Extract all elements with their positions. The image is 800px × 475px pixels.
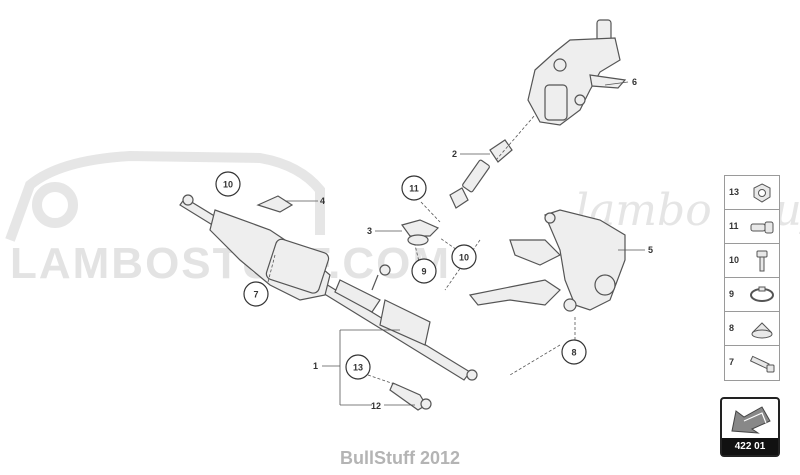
label-lines [285, 81, 645, 406]
bolt-icon [756, 250, 768, 272]
steering-rack [179, 194, 478, 381]
legend-number: 11 [729, 221, 739, 231]
footer-credit: BullStuff 2012 [339, 448, 461, 468]
back-navigation-button[interactable]: 422 01 [720, 397, 780, 457]
part-label-3: 3 [367, 226, 372, 236]
legend-row: 7 [725, 346, 779, 380]
steering-column [527, 19, 627, 126]
small-parts-legend: 13 11 10 9 8 7 [724, 175, 780, 381]
tie-rod-end [389, 382, 432, 411]
legend-row: 10 [725, 244, 779, 278]
part-label-1: 1 [313, 361, 318, 371]
callout-label: 10 [459, 252, 469, 262]
legend-number: 13 [729, 187, 740, 197]
diagram-code: 422 01 [722, 438, 778, 455]
part-label-6: 6 [632, 77, 637, 87]
legend-number: 9 [729, 289, 735, 299]
nut-icon [753, 183, 771, 203]
callout-label: 9 [421, 266, 426, 276]
part-label-2: 2 [452, 149, 457, 159]
legend-row: 9 [725, 278, 779, 312]
sleeve-icon [750, 221, 774, 234]
clamp-icon [750, 286, 774, 302]
callout-label: 7 [253, 289, 258, 299]
callout-label: 11 [409, 183, 419, 193]
callout-9: 9 [411, 258, 437, 284]
part-label-12: 12 [371, 401, 381, 411]
intermediate-shaft [449, 139, 513, 209]
wheel-carrier [468, 209, 626, 312]
legend-row: 8 [725, 312, 779, 346]
callout-13: 13 [345, 354, 371, 380]
callout-label: 8 [571, 347, 576, 357]
legend-row: 13 [725, 176, 779, 210]
part-label-4: 4 [320, 196, 325, 206]
callout-7: 7 [243, 281, 269, 307]
legend-number: 10 [729, 255, 740, 265]
callout-10-right: 10 [451, 244, 477, 270]
callout-10-left: 10 [215, 171, 241, 197]
screw-icon [749, 355, 775, 373]
back-arrow-icon [731, 406, 771, 434]
callout-label: 13 [353, 362, 363, 372]
boot-part [256, 195, 440, 246]
grommet-icon [751, 322, 773, 339]
callout-8: 8 [561, 339, 587, 365]
part-label-5: 5 [648, 245, 653, 255]
callout-label: 10 [223, 179, 233, 189]
legend-number: 7 [729, 357, 735, 367]
legend-row: 11 [725, 210, 779, 244]
watermark-car-silhouette [5, 150, 325, 242]
callout-11: 11 [401, 175, 427, 201]
legend-number: 8 [729, 323, 735, 333]
